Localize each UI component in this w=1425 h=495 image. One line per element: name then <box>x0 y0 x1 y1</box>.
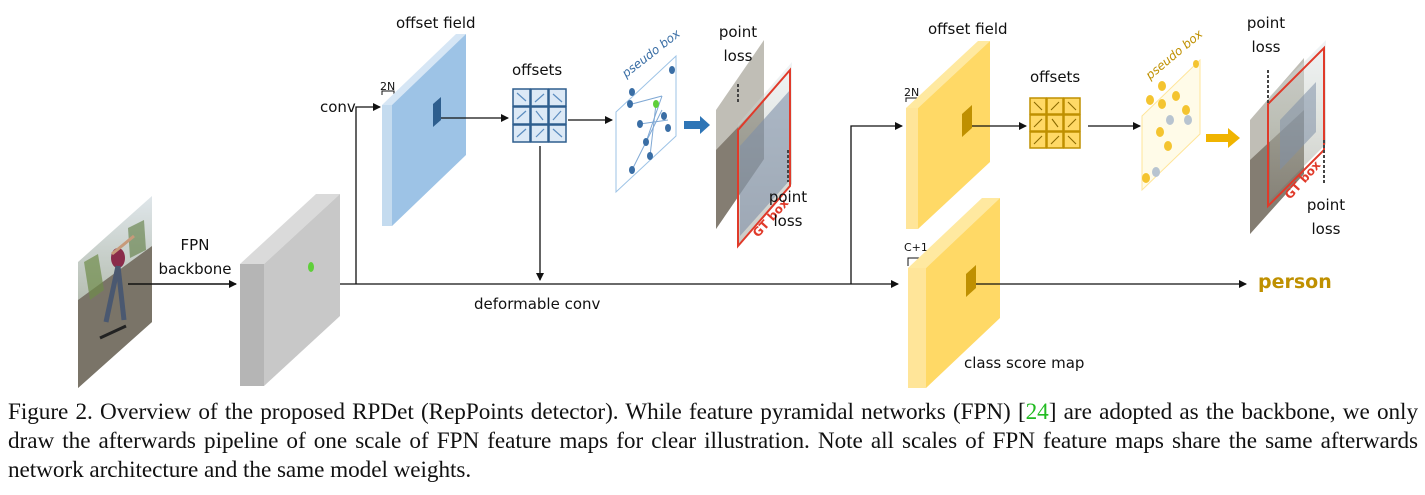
fpn-feature-map <box>240 194 340 386</box>
channels-c1-label: C+1 <box>904 241 928 254</box>
fpn-label-line2: backbone <box>158 260 231 278</box>
deformable-conv-label: deformable conv <box>474 295 601 313</box>
rpdet-pipeline-diagram: FPN backbone conv deformable conv offset… <box>78 14 1345 388</box>
point-loss-4-line2: loss <box>1312 220 1341 238</box>
caption-prefix: Figure 2. Overview of the proposed RPDet… <box>8 399 1026 425</box>
class-score-map <box>908 198 1000 388</box>
point-loss-1-line2: loss <box>724 47 753 65</box>
point-loss-2-line2: loss <box>774 212 803 230</box>
blue-forward-arrow <box>684 116 710 134</box>
point-loss-3-line1: point <box>1247 14 1285 32</box>
offsets-grid-yellow <box>1029 97 1081 149</box>
class-score-map-label: class score map <box>964 354 1084 372</box>
yellow-forward-arrow <box>1206 128 1240 148</box>
offset-field-top-label: offset field <box>396 14 476 32</box>
point-loss-2-line1: point <box>769 188 807 206</box>
point-loss-4-line1: point <box>1307 196 1345 214</box>
point-loss-1-line1: point <box>719 23 757 41</box>
citation-link[interactable]: 24 <box>1025 399 1049 425</box>
pseudo-box-blue <box>615 54 677 194</box>
pseudo-box-yellow <box>1141 58 1201 192</box>
main-connectors <box>340 103 903 288</box>
fpn-label-line1: FPN <box>181 236 210 254</box>
feature-point-marker <box>308 262 314 272</box>
output-class-label: person <box>1258 271 1332 293</box>
offset-field-right-label: offset field <box>928 20 1008 38</box>
offset-field-yellow <box>906 41 990 229</box>
input-image <box>78 196 152 388</box>
caption-suffix: ] are adopted as the backbone, we only d… <box>8 399 1418 483</box>
figure-caption: Figure 2. Overview of the proposed RPDet… <box>8 398 1418 485</box>
offsets-grid-blue <box>512 88 567 143</box>
conv-label: conv <box>320 98 356 116</box>
channels-2n-right-label: 2N <box>904 86 919 99</box>
offsets-right-label: offsets <box>1030 68 1080 86</box>
point-loss-3-line2: loss <box>1252 38 1281 56</box>
channels-2n-top-label: 2N <box>380 80 395 93</box>
offset-field-blue <box>382 34 466 226</box>
offsets-top-label: offsets <box>512 61 562 79</box>
